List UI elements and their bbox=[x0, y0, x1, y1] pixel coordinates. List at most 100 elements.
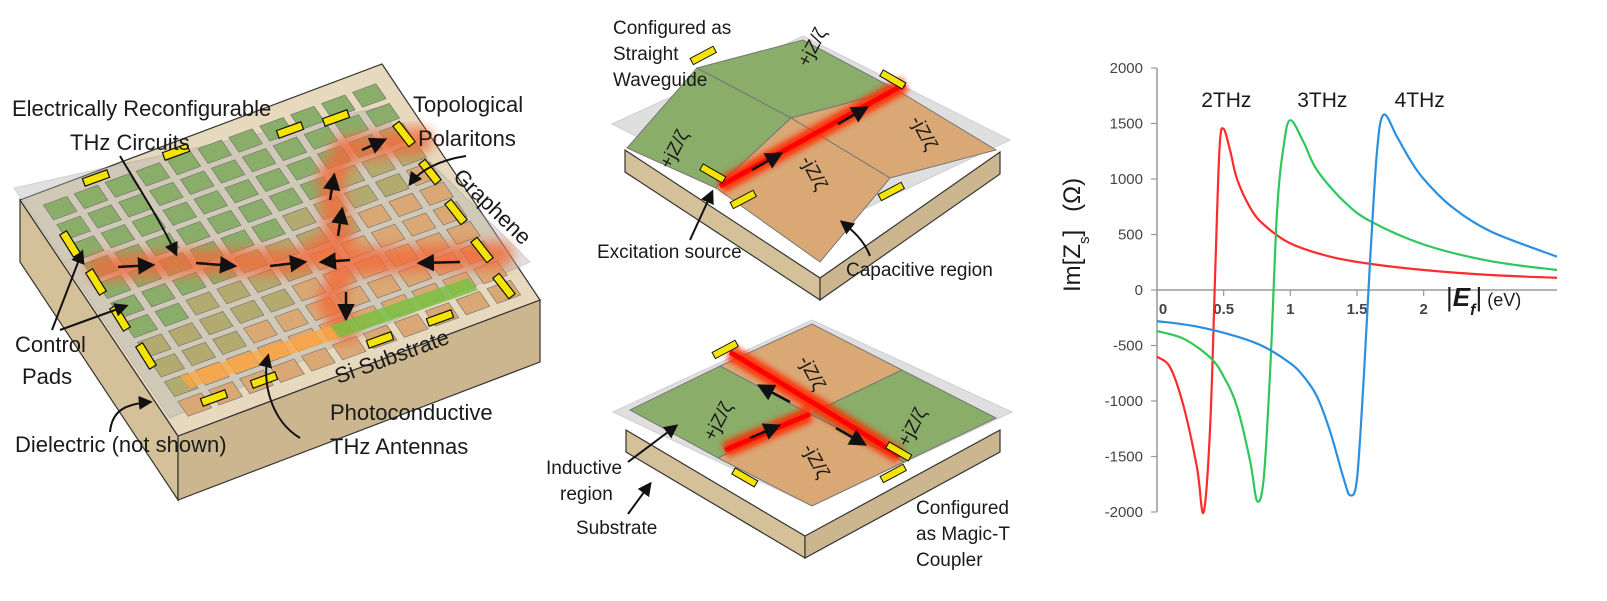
control-pad bbox=[249, 371, 279, 389]
y-tick-label: 0 bbox=[1135, 282, 1143, 299]
grid-pixel bbox=[175, 221, 211, 246]
grid-pixel bbox=[210, 159, 246, 184]
grid-pixel bbox=[162, 201, 198, 226]
grid-pixel bbox=[123, 313, 159, 339]
control-pad bbox=[470, 236, 494, 264]
magic-t-substrate-label: Substrate bbox=[576, 518, 657, 539]
grid-pixel bbox=[135, 162, 171, 187]
inductive-label-line1: Inductive bbox=[546, 458, 622, 479]
y-tick-label: 1500 bbox=[1110, 116, 1143, 133]
waveguide-labels: Configured as Straight Waveguide Excitat… bbox=[597, 18, 993, 281]
magic-t-device bbox=[611, 319, 1014, 560]
grid-pixel bbox=[100, 224, 136, 249]
y-tick-label: 1000 bbox=[1110, 171, 1143, 188]
grid-pixel bbox=[73, 184, 109, 210]
series-label: 2THz bbox=[1201, 89, 1251, 112]
chart-ylabel-sub: s bbox=[1076, 237, 1093, 245]
control-pad bbox=[321, 109, 351, 127]
control-pad bbox=[392, 120, 416, 148]
series-label: 3THz bbox=[1297, 89, 1347, 112]
grid-pixel bbox=[179, 170, 215, 195]
dielectric-label: Dielectric (not shown) bbox=[15, 432, 227, 457]
grid-pixel bbox=[366, 274, 402, 299]
x-tick-label: 0.5 bbox=[1213, 301, 1234, 318]
x-tick-label: 1 bbox=[1286, 301, 1294, 318]
inductive-label-line2: region bbox=[560, 484, 613, 505]
grid-pixel bbox=[198, 310, 234, 336]
grid-pixel bbox=[282, 206, 317, 232]
magic-t-labels: Inductive region Substrate Configured as… bbox=[546, 458, 1010, 571]
polaritons-label-line1: Topological bbox=[413, 92, 523, 117]
grid-pixel bbox=[393, 313, 429, 338]
grid-pixel bbox=[185, 291, 221, 316]
grid-pixel bbox=[455, 290, 491, 316]
chart-ylabel-unit: (Ω) bbox=[1059, 178, 1086, 212]
grid-pixel bbox=[334, 114, 370, 139]
chart-xlabel-f: f bbox=[1470, 302, 1477, 319]
grid-pixel bbox=[351, 83, 387, 108]
grid-pixel bbox=[237, 198, 273, 223]
control-pad bbox=[365, 331, 395, 349]
series-line-2THz bbox=[1156, 127, 1557, 515]
grid-pixel bbox=[370, 223, 406, 248]
left-callouts bbox=[51, 155, 467, 439]
grid-pixel bbox=[260, 288, 296, 313]
waveguide-callouts bbox=[689, 189, 871, 257]
circuits-label-line1: Electrically Reconfigurable bbox=[12, 96, 271, 121]
chart-annotations: 2THz 3THz 4THz bbox=[1201, 89, 1445, 112]
waveguide-config-line1: Configured as bbox=[613, 18, 731, 39]
waveguide-device bbox=[610, 35, 1012, 302]
chart-ylabel: Im[Zs](Ω) bbox=[1059, 178, 1093, 292]
y-tick-label: 2000 bbox=[1110, 60, 1143, 77]
capacitive-label: Capacitive region bbox=[846, 260, 993, 281]
control-pad bbox=[81, 169, 111, 187]
grid-pixel bbox=[206, 209, 242, 235]
grid-pixel bbox=[268, 187, 304, 212]
grid-pixel bbox=[357, 204, 393, 229]
chart-xlabel-unit: (eV) bbox=[1482, 290, 1521, 310]
grid-pixel bbox=[197, 139, 233, 164]
y-tick-label: -1000 bbox=[1105, 393, 1143, 410]
control-pad bbox=[492, 272, 516, 300]
grid-pixel bbox=[229, 299, 265, 324]
chart-xlabel-bar-right: | bbox=[1475, 282, 1482, 312]
grid-pixel bbox=[150, 353, 186, 378]
waveguide-config-line3: Waveguide bbox=[613, 70, 707, 91]
control-label-line1: Control bbox=[15, 332, 86, 357]
control-pad bbox=[425, 309, 455, 327]
grid-pixel bbox=[212, 330, 247, 355]
chart-ylabel-im: Im[Z bbox=[1059, 244, 1086, 292]
grid-pixel bbox=[167, 322, 203, 347]
grid-pixel bbox=[255, 167, 290, 192]
y-tick-label: -2000 bbox=[1105, 504, 1143, 521]
grid-pixel bbox=[42, 196, 78, 221]
waveguide-config-line2: Straight bbox=[613, 44, 679, 65]
grid-pixel bbox=[181, 341, 217, 367]
grid-pixel bbox=[241, 148, 277, 173]
series-label: 4THz bbox=[1395, 89, 1445, 112]
grid-pixel bbox=[251, 218, 286, 243]
y-tick-label: 500 bbox=[1118, 227, 1143, 244]
x-tick-label: 2 bbox=[1419, 301, 1427, 318]
grid-pixel bbox=[301, 347, 336, 372]
magic-t-config-line2: as Magic-T bbox=[916, 524, 1010, 545]
grid-pixel bbox=[374, 173, 410, 198]
control-pad bbox=[161, 143, 191, 161]
left-labels: Electrically Reconfigurable THz Circuits… bbox=[12, 92, 536, 459]
chart-xlabel-e: E bbox=[1453, 282, 1471, 312]
magic-t-callouts bbox=[627, 424, 679, 515]
series-line-3THz bbox=[1156, 119, 1557, 503]
grid-pixel bbox=[272, 136, 308, 162]
chart-series bbox=[1156, 113, 1557, 515]
x-tick-label: 0 bbox=[1159, 301, 1167, 318]
chart-xlabel: |Ef| (eV) bbox=[1446, 282, 1521, 319]
grid-pixel bbox=[388, 192, 423, 218]
antenna-label-line1: Photoconductive bbox=[330, 400, 493, 425]
chart-xlabel-bar-left: | bbox=[1446, 282, 1453, 312]
grid-pixel bbox=[141, 282, 176, 308]
grid-pixel bbox=[154, 302, 190, 327]
grid-pixel bbox=[220, 229, 255, 254]
